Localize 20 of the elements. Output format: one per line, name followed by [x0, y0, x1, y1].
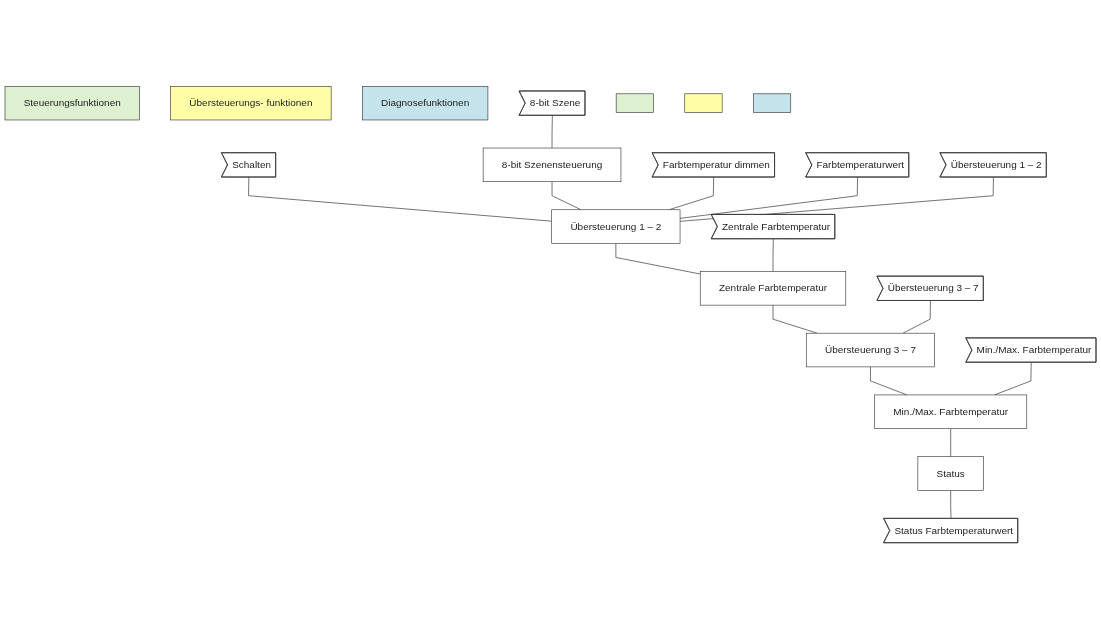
connector: [950, 428, 952, 458]
node-box: Übersteuerungs- funktionen: [170, 86, 332, 121]
node-box: 8-bit Szenensteuerung: [482, 147, 622, 182]
connector: [772, 304, 818, 334]
node-bar: [684, 93, 723, 113]
node-box: Steuerungsfunktionen: [4, 86, 140, 121]
connector: [950, 489, 952, 520]
node-box: Übersteuerung 3 – 7: [805, 332, 935, 368]
node-box: Diagnosefunktionen: [362, 86, 489, 121]
node-box: Min./Max. Farbtemperatur: [874, 394, 1028, 429]
node-bar: [615, 93, 654, 113]
node-box: Zentrale Farbtemperatur: [699, 271, 847, 306]
connector: [615, 243, 701, 275]
node-box: Status: [917, 456, 984, 491]
node-bar: [753, 93, 792, 113]
connector: [248, 176, 553, 222]
node-box: Übersteuerung 1 – 2: [551, 209, 681, 244]
connector: [772, 238, 774, 272]
connector: [551, 115, 553, 149]
connector: [679, 176, 858, 219]
